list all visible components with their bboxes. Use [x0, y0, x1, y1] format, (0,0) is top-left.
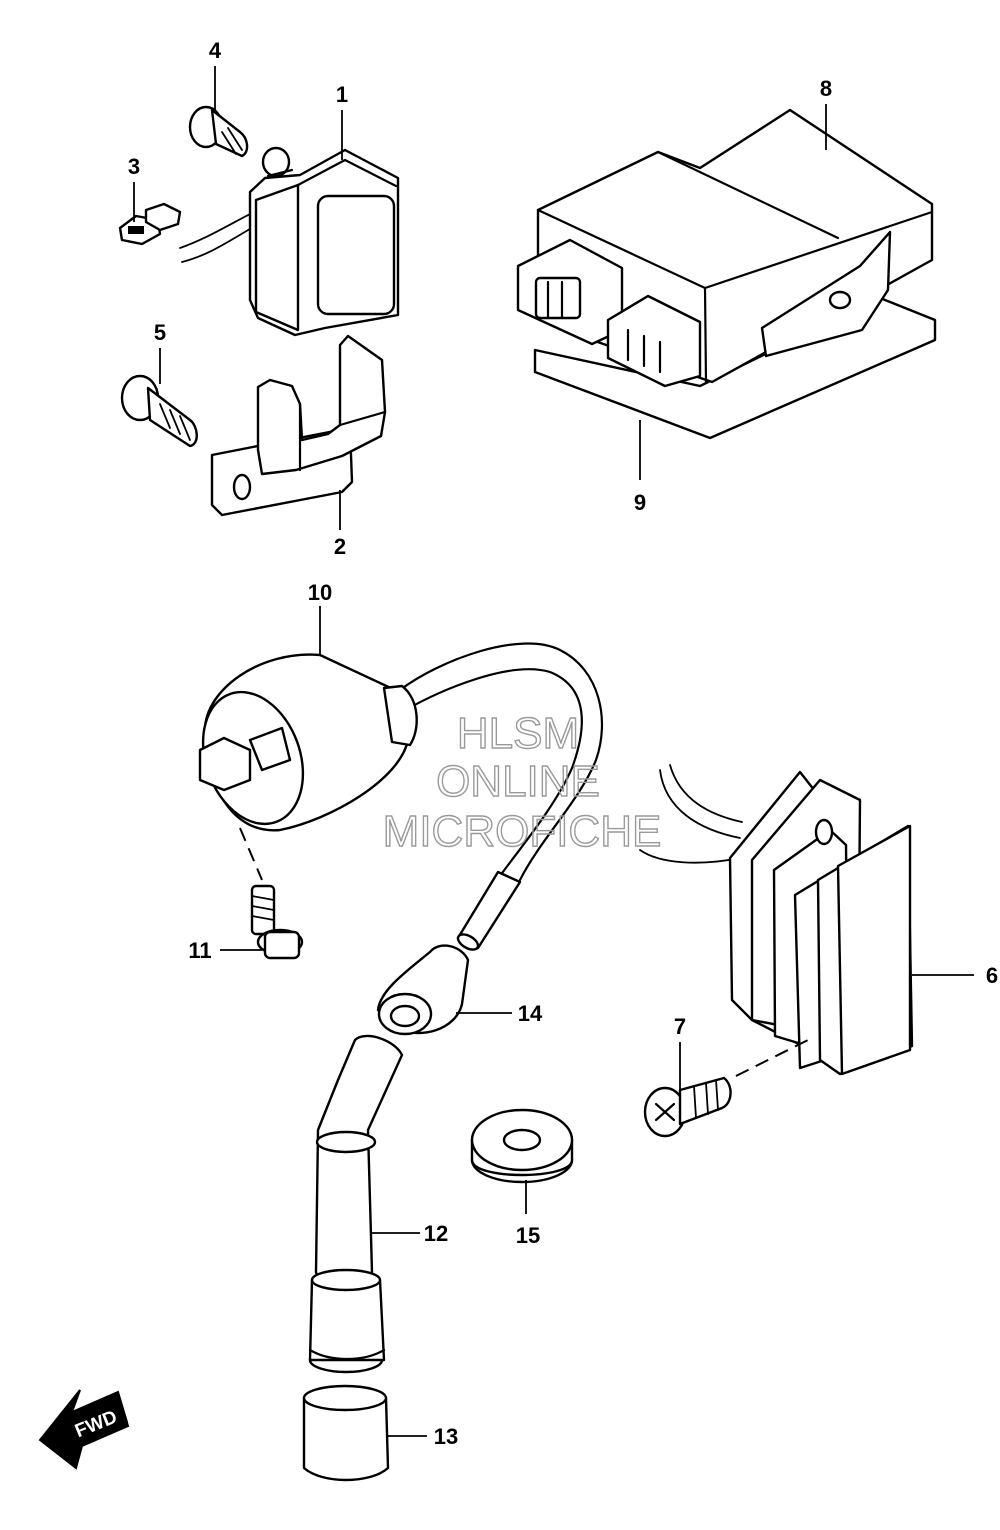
- callout-2: 2: [334, 534, 346, 559]
- callout-labels: 1 2 3 4 5 6 7 8 9 10 11 12 13 14 15: [128, 38, 998, 1449]
- leader-lines: [133, 66, 974, 1437]
- part-7-screw[interactable]: [643, 1076, 732, 1138]
- part-12-plug-cap[interactable]: [308, 1034, 404, 1374]
- watermark-line-3: MICROFICHE: [383, 807, 662, 856]
- part-5-bolt[interactable]: [120, 374, 198, 448]
- callout-4: 4: [209, 38, 222, 63]
- callout-10: 10: [308, 580, 332, 605]
- watermark-line-1: HLSM: [457, 709, 579, 758]
- callout-1: 1: [336, 82, 348, 107]
- callout-5: 5: [154, 320, 166, 345]
- part-4-bolt[interactable]: [188, 105, 249, 158]
- part-2-bracket[interactable]: [210, 334, 387, 517]
- callout-15: 15: [516, 1223, 540, 1248]
- callout-9: 9: [634, 490, 646, 515]
- part-13-boot-cap[interactable]: [302, 1384, 390, 1482]
- callout-12: 12: [424, 1221, 448, 1246]
- part-6-regulator[interactable]: [639, 764, 914, 1076]
- callout-7: 7: [674, 1014, 686, 1039]
- callout-14: 14: [518, 1001, 543, 1026]
- watermark: HLSM ONLINE MICROFICHE: [382, 708, 662, 856]
- callout-8: 8: [820, 76, 832, 101]
- part-11-bolt[interactable]: [250, 884, 304, 960]
- watermark-line-2: ONLINE: [436, 757, 600, 806]
- part-10-ignition-coil[interactable]: [186, 642, 604, 953]
- fwd-arrow-icon: FWD: [38, 1389, 130, 1470]
- part-8-ecu-unit[interactable]: [516, 108, 934, 388]
- callout-3: 3: [128, 154, 140, 179]
- callout-6: 6: [986, 963, 998, 988]
- part-3-connector[interactable]: [118, 202, 182, 246]
- alignment-line-coil: [239, 827, 263, 881]
- callout-11: 11: [188, 938, 211, 963]
- part-15-grommet[interactable]: [470, 1108, 574, 1184]
- part-1-relay[interactable]: [179, 146, 400, 337]
- callout-13: 13: [434, 1424, 458, 1449]
- alignment-line-regulator: [735, 1039, 809, 1077]
- part-14-seal[interactable]: [376, 944, 470, 1036]
